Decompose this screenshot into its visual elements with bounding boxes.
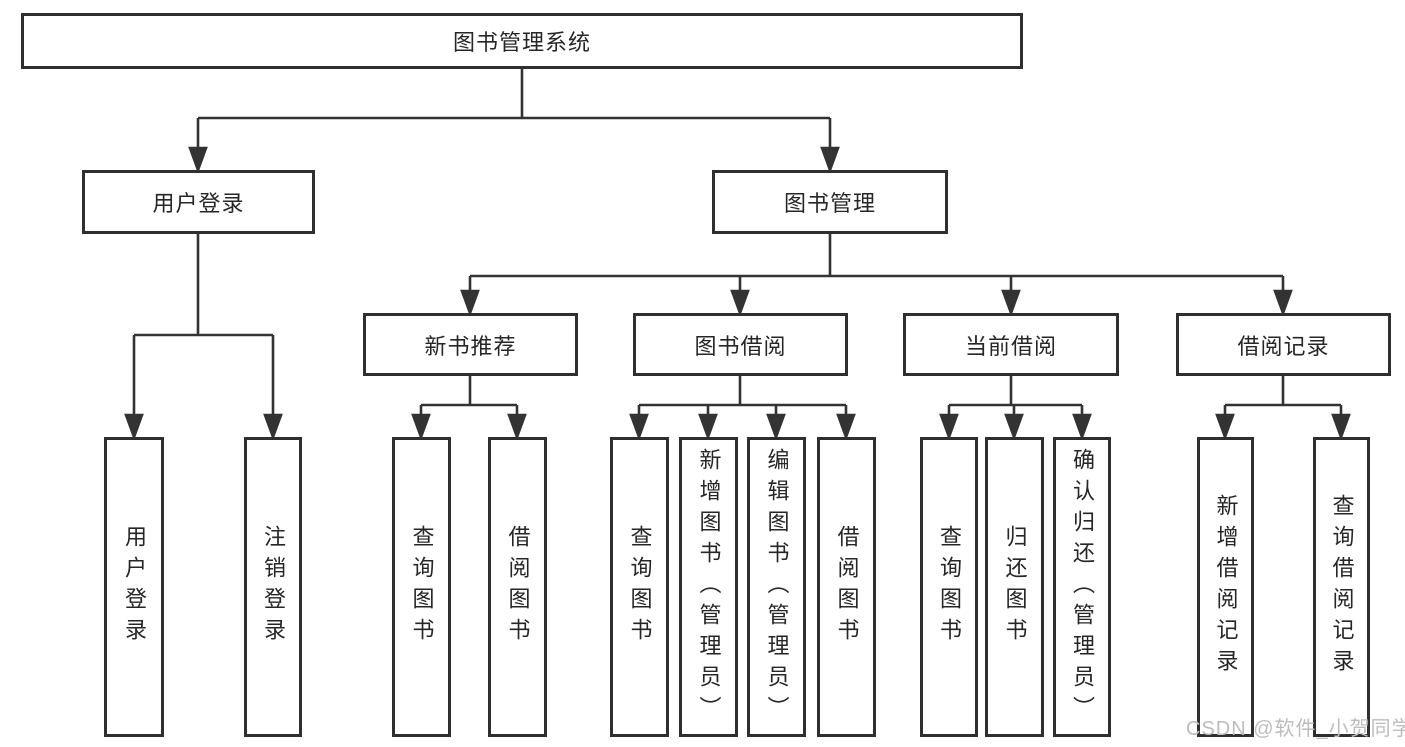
- edge-user-login-children: [124, 233, 283, 441]
- node-book-borrow-label: 图书借阅: [694, 333, 787, 359]
- leaf-borrowing-edit-label: 编辑图书（管理员）: [764, 447, 790, 727]
- node-current-borrow: 当前借阅: [903, 313, 1119, 376]
- leaf-current-query-label: 查询图书: [937, 525, 962, 649]
- leaf-current-return-label: 归还图书: [1002, 525, 1028, 649]
- leaf-newbooks-query: 查询图书: [392, 437, 451, 737]
- leaf-newbooks-borrow: 借阅图书: [488, 437, 547, 737]
- node-new-books-label: 新书推荐: [424, 333, 517, 359]
- leaf-records-query-label: 查询借阅记录: [1329, 494, 1355, 680]
- node-current-borrow-label: 当前借阅: [964, 333, 1057, 359]
- edge-borrowing-children: [629, 376, 856, 441]
- leaf-records-query: 查询借阅记录: [1313, 437, 1370, 737]
- leaf-logout-label: 注销登录: [261, 525, 286, 649]
- node-user-login-label: 用户登录: [152, 191, 245, 216]
- leaf-current-return: 归还图书: [985, 437, 1044, 737]
- leaf-borrowing-add-label: 新增图书（管理员）: [696, 447, 722, 727]
- node-book-borrow: 图书借阅: [633, 313, 848, 376]
- edge-new-books-children: [411, 376, 527, 441]
- leaf-newbooks-query-label: 查询图书: [409, 525, 435, 649]
- node-book-mgmt-label: 图书管理: [783, 191, 876, 216]
- leaf-current-confirm-label: 确认归还（管理员）: [1070, 447, 1095, 727]
- node-user-login: 用户登录: [82, 170, 315, 234]
- node-borrow-records: 借阅记录: [1176, 313, 1391, 376]
- edge-current-children: [939, 376, 1092, 441]
- leaf-borrowing-add: 新增图书（管理员）: [679, 437, 738, 737]
- edge-root-to-level2: [188, 68, 840, 174]
- leaf-borrowing-borrow: 借阅图书: [817, 437, 876, 737]
- leaf-current-confirm: 确认归还（管理员）: [1053, 437, 1111, 737]
- leaf-borrowing-query-label: 查询图书: [627, 525, 653, 649]
- node-new-books: 新书推荐: [363, 313, 578, 376]
- leaf-logout: 注销登录: [244, 437, 302, 737]
- node-book-mgmt: 图书管理: [712, 170, 948, 234]
- edge-records-children: [1215, 376, 1351, 441]
- watermark-text: CSDN @软件_小贺同学: [1186, 718, 1405, 740]
- node-root: 图书管理系统: [21, 13, 1023, 69]
- leaf-user-login: 用户登录: [104, 437, 164, 737]
- edge-book-mgmt-sections: [460, 233, 1293, 317]
- leaf-user-login-label: 用户登录: [122, 525, 147, 649]
- leaf-borrowing-edit: 编辑图书（管理员）: [747, 437, 806, 737]
- leaf-borrowing-query: 查询图书: [610, 437, 669, 737]
- leaf-records-add: 新增借阅记录: [1197, 437, 1254, 737]
- node-root-label: 图书管理系统: [452, 30, 591, 55]
- node-borrow-records-label: 借阅记录: [1237, 333, 1330, 359]
- leaf-current-query: 查询图书: [920, 437, 978, 737]
- leaf-borrowing-borrow-label: 借阅图书: [834, 525, 860, 649]
- leaf-records-add-label: 新增借阅记录: [1213, 494, 1239, 680]
- leaf-newbooks-borrow-label: 借阅图书: [505, 525, 531, 649]
